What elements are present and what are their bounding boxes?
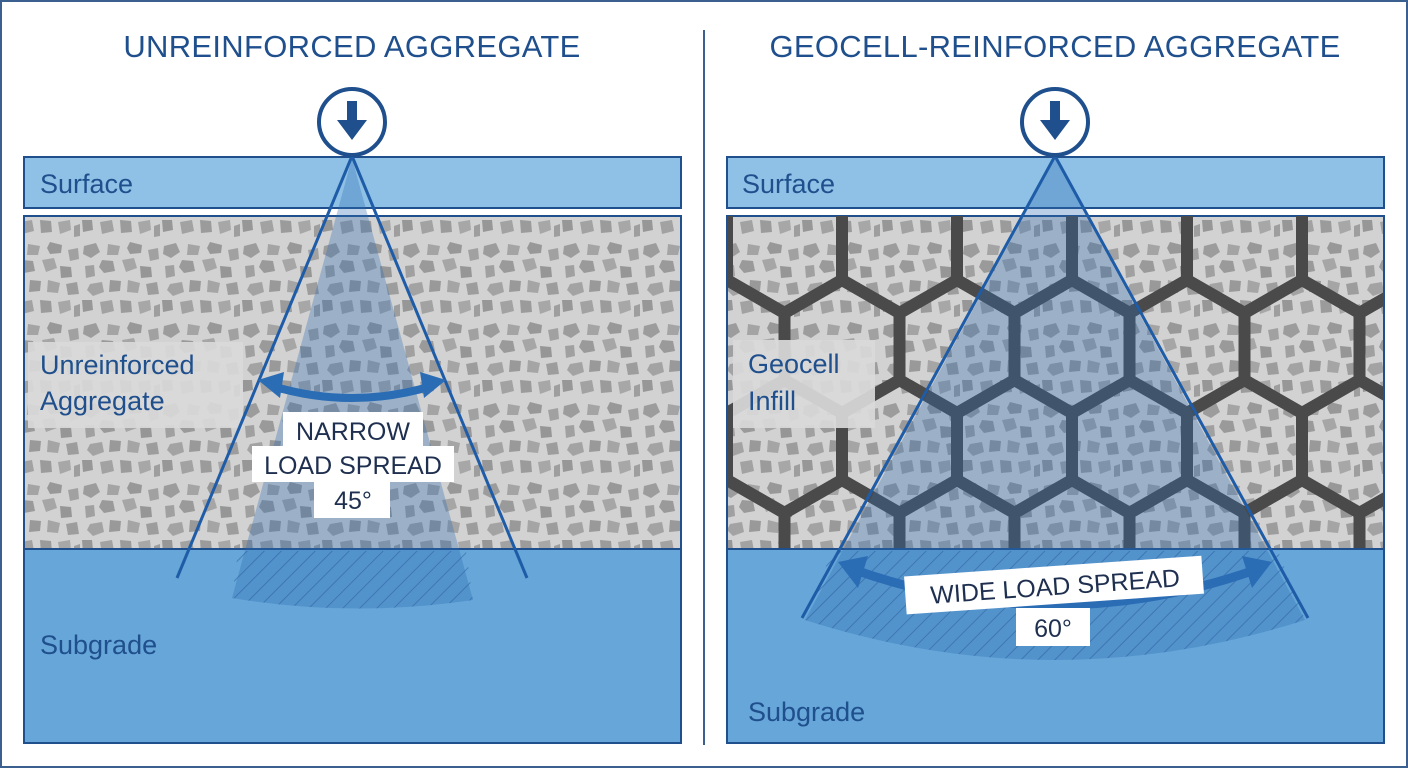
right-surface-layer [726, 156, 1385, 209]
right-angle-arrowhead-a [838, 556, 868, 588]
left-spread-line2: LOAD SPREAD [264, 452, 442, 480]
left-surface-label: Surface [40, 169, 133, 199]
left-spread-angle: 45° [334, 487, 372, 515]
left-title: UNREINFORCED AGGREGATE [123, 29, 580, 64]
right-subgrade-label: Subgrade [748, 697, 865, 727]
left-callout-box-3 [314, 480, 390, 518]
right-title: GEOCELL-REINFORCED AGGREGATE [769, 29, 1340, 64]
right-infill-label-box [733, 340, 875, 428]
right-infill-label-line2: Infill [748, 386, 796, 416]
right-callout-box-1 [904, 555, 1204, 615]
left-spread-line1: NARROW [296, 418, 410, 446]
left-angle-arrowhead-b [420, 372, 446, 398]
left-aggregate-label-box [28, 342, 243, 428]
right-spread-line-b [1053, 155, 1310, 619]
left-aggregate-label-line1: Unreinforced [40, 350, 195, 380]
right-spread-angle: 60° [1034, 615, 1072, 643]
left-angle-arrowhead-a [258, 372, 284, 398]
left-subgrade-label: Subgrade [40, 630, 157, 660]
left-angle-arc [268, 382, 436, 402]
left-callout-box-1 [283, 412, 423, 448]
left-surface-layer [23, 156, 682, 209]
down-arrow-icon [1020, 87, 1090, 157]
right-callout-box-2 [1016, 608, 1090, 646]
left-spread-line-b [350, 155, 529, 579]
right-angle-arrowhead-b [1242, 556, 1272, 588]
left-spread-line-a [175, 155, 354, 579]
left-panel: UNREINFORCED AGGREGATE Surface Unreinfor… [23, 29, 682, 744]
left-load-hatch [232, 551, 473, 609]
down-arrow-icon [317, 87, 387, 157]
right-panel: GEOCELL-REINFORCED AGGREGATE Surface Geo… [726, 29, 1385, 744]
right-load-cone [805, 158, 1305, 660]
left-callout-box-2 [252, 446, 454, 482]
right-spread-line-a [800, 155, 1057, 619]
right-infill-label-line1: Geocell [748, 349, 840, 379]
left-aggregate-label-line2: Aggregate [40, 386, 165, 416]
left-load-cone [232, 158, 473, 609]
right-surface-label: Surface [742, 169, 835, 199]
